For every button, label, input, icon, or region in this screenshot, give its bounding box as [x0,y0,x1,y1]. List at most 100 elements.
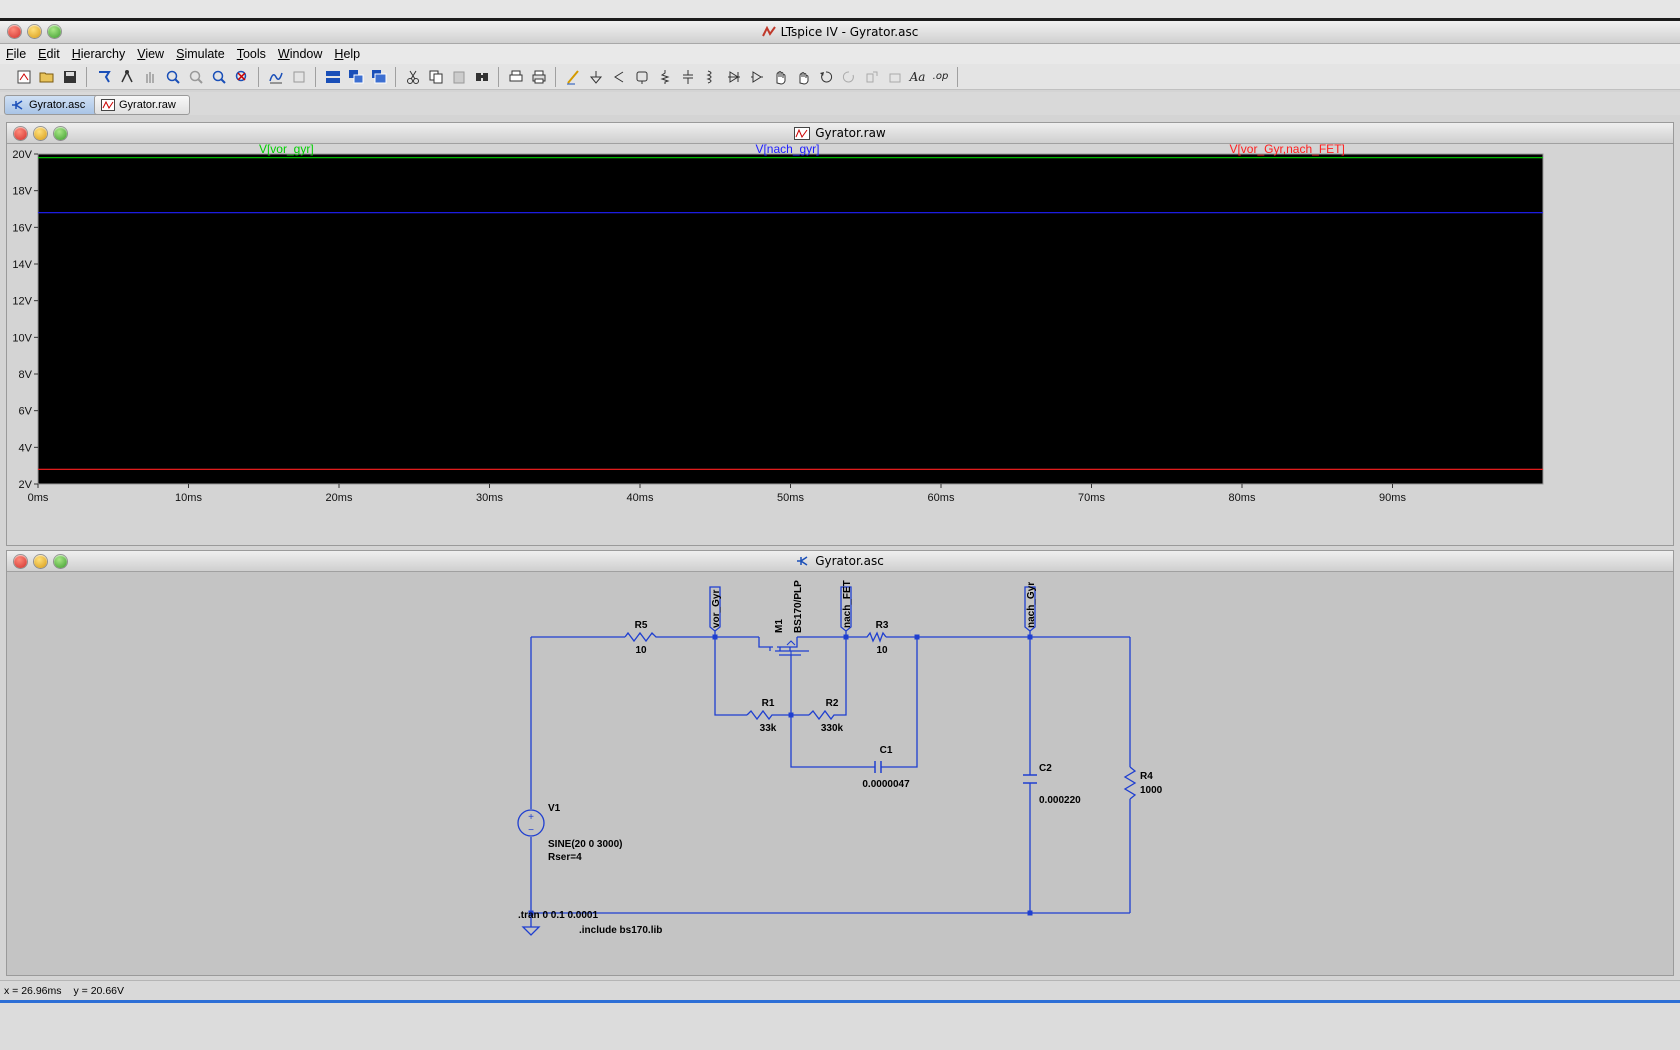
mosfet-m1[interactable]: M1 BS170/PLP [758,580,809,656]
run-icon[interactable] [118,68,136,86]
label-net-icon[interactable] [610,68,628,86]
net-label-text: vor_Gyr [711,590,722,628]
c2-value: 0.000220 [1039,795,1081,806]
tran-directive[interactable]: .tran 0 0.1 0.0001 [518,910,598,921]
wire[interactable] [881,637,918,768]
net-label-vor-gyr[interactable]: vor_Gyr [709,586,722,637]
halt-icon[interactable] [141,68,159,86]
include-directive[interactable]: .include bs170.lib [579,925,662,936]
open-icon[interactable] [38,68,56,86]
zoom-out-icon[interactable] [210,68,228,86]
net-label-nach-fet[interactable]: nach_FET [840,580,853,637]
net-label-text: nach_FET [842,580,853,628]
capacitor-icon[interactable] [679,68,697,86]
toolbar-separator [498,66,499,87]
print-icon[interactable] [530,68,548,86]
redo-icon[interactable] [840,68,858,86]
resistor-r2[interactable]: R2 330k [808,698,844,734]
rotate-icon[interactable] [863,68,881,86]
close-window-button[interactable] [8,25,21,38]
resistor-r3[interactable]: R3 10 [846,620,889,656]
zoom-schematic-button[interactable] [54,555,67,568]
x-tick-label: 30ms [476,492,503,504]
undo-icon[interactable] [817,68,835,86]
spice-directive-icon[interactable]: .op [932,71,949,82]
y-tick-label: 4V [19,442,33,454]
schematic-canvas[interactable]: R5 10 R3 10 R1 33k R2 330k M1 BS1 [7,571,1673,975]
wire[interactable] [790,715,875,768]
svg-text:−: − [528,825,534,836]
toolbar-separator [258,66,259,87]
minimize-window-button[interactable] [28,25,41,38]
new-schematic-icon[interactable] [15,68,33,86]
plot-window-title: Gyrator.raw [815,126,886,140]
control-panel-icon[interactable] [95,68,113,86]
ground-icon[interactable] [587,68,605,86]
save-icon[interactable] [61,68,79,86]
ltspice-logo-icon [761,26,776,37]
inductor-icon[interactable] [702,68,720,86]
tile-horizontal-icon[interactable] [324,68,342,86]
menu-hierarchy[interactable]: Hierarchy [71,47,126,61]
move-icon[interactable] [771,68,789,86]
tile-vertical-icon[interactable] [370,68,388,86]
net-label-nach-gyr[interactable]: nach_Gyr [1024,582,1037,637]
minimize-plot-button[interactable] [34,127,47,140]
close-schematic-button[interactable] [14,555,27,568]
menu-edit[interactable]: Edit [38,47,60,61]
zoom-window-button[interactable] [48,25,61,38]
toolbar-separator [957,66,958,87]
v1-value: SINE(20 0 3000) [548,839,623,850]
close-plot-button[interactable] [14,127,27,140]
tab-gyrator-raw[interactable]: Gyrator.raw [94,95,190,115]
c2-ref: C2 [1039,763,1052,774]
menu-view[interactable]: View [137,47,165,61]
trace-label[interactable]: V[vor_Gyr,nach_FET] [1229,143,1344,156]
component-place-icon[interactable] [748,68,766,86]
toolbar-separator [395,66,396,87]
wire[interactable] [837,637,847,716]
resistor-r4[interactable]: R4 1000 [1123,766,1163,800]
text-icon[interactable]: Aa [909,69,926,84]
menu-file[interactable]: File [6,47,27,61]
find-icon[interactable] [473,68,491,86]
menu-window[interactable]: Window [277,47,323,61]
resistor-r5[interactable]: R5 10 [624,620,659,656]
toolbar-separator [315,66,316,87]
resistor-r1[interactable]: R1 33k [746,698,777,734]
copy-icon[interactable] [427,68,445,86]
capacitor-c1[interactable]: C1 0.0000047 [862,745,910,790]
wire-icon[interactable] [564,68,582,86]
menu-simulate[interactable]: Simulate [176,47,225,61]
cascade-icon[interactable] [347,68,365,86]
zoom-in-icon[interactable] [164,68,182,86]
component-icon[interactable] [633,68,651,86]
autorange-icon[interactable] [267,68,285,86]
diode-icon[interactable] [725,68,743,86]
resistor-icon[interactable] [656,68,674,86]
paste-icon[interactable] [450,68,468,86]
minimize-schematic-button[interactable] [34,555,47,568]
cut-icon[interactable] [404,68,422,86]
capacitor-c2[interactable]: C2 0.000220 [1023,763,1081,806]
zoom-full-icon[interactable] [187,68,205,86]
mirror-icon[interactable] [886,68,904,86]
tab-gyrator-asc[interactable]: Gyrator.asc [4,95,100,115]
drag-icon[interactable] [794,68,812,86]
x-tick-label: 60ms [928,492,955,504]
voltage-source-v1[interactable]: + − V1 SINE(20 0 3000) Rser=4 [517,803,623,863]
fit-icon[interactable] [290,68,308,86]
trace-label[interactable]: V[vor_gyr] [259,143,314,156]
zoom-cancel-icon[interactable] [233,68,251,86]
zoom-plot-button[interactable] [54,127,67,140]
x-tick-label: 20ms [326,492,353,504]
x-tick-label: 90ms [1379,492,1406,504]
menu-tools[interactable]: Tools [236,47,266,61]
trace-label[interactable]: V[nach_gyr] [755,143,819,156]
wire[interactable] [714,637,747,716]
menu-help[interactable]: Help [334,47,361,61]
print-setup-icon[interactable] [507,68,525,86]
ground-symbol[interactable] [521,926,541,936]
y-tick-label: 20V [12,149,32,161]
